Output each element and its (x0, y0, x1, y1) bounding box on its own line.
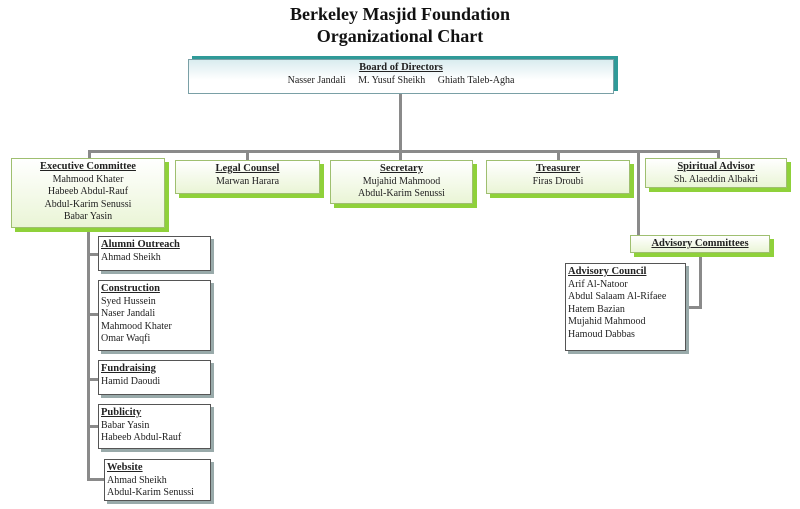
connector-line (87, 228, 90, 480)
executive-heading: Executive Committee (40, 161, 136, 172)
connector-line (399, 150, 402, 160)
construction-heading: Construction (101, 283, 160, 294)
treasurer-heading: Treasurer (535, 163, 581, 174)
connector-line (557, 150, 560, 160)
executive-committee-box: Executive Committee Mahmood Khater Habee… (11, 158, 165, 228)
publicity-member: Habeeb Abdul-Rauf (101, 432, 182, 443)
legal-counsel-box: Legal Counsel Marwan Harara (175, 160, 320, 194)
connector-line (87, 378, 98, 381)
advisory-council-member: Abdul Salaam Al-Rifaee (568, 291, 667, 302)
alumni-outreach-box: Alumni Outreach Ahmad Sheikh (98, 236, 211, 271)
connector-line (87, 313, 98, 316)
executive-member: Habeeb Abdul-Rauf (47, 186, 129, 197)
connector-line (637, 150, 640, 236)
advisory-council-member: Hatem Bazian (568, 303, 625, 315)
connector-line (399, 93, 402, 153)
board-member: Ghiath Taleb-Agha (437, 74, 515, 86)
advisory-council-heading: Advisory Council (568, 266, 647, 277)
connector-line (246, 150, 249, 160)
spiritual-advisor-box: Spiritual Advisor Sh. Alaeddin Albakri (645, 158, 787, 188)
advisory-council-member: Arif Al-Natoor (568, 278, 628, 290)
legal-member: Marwan Harara (215, 175, 280, 187)
construction-box: Construction Syed Hussein Naser Jandali … (98, 280, 211, 351)
executive-member: Abdul-Karim Senussi (44, 198, 132, 210)
secretary-member: Abdul-Karim Senussi (358, 188, 445, 199)
legal-heading: Legal Counsel (215, 163, 280, 174)
advisory-committees-heading: Advisory Committees (651, 238, 749, 249)
construction-member: Syed Hussein (101, 295, 156, 307)
construction-member: Naser Jandali (101, 308, 156, 319)
advisory-committees-box: Advisory Committees (630, 235, 770, 253)
alumni-heading: Alumni Outreach (101, 239, 180, 250)
executive-member: Babar Yasin (63, 211, 113, 222)
website-heading: Website (107, 462, 143, 473)
publicity-heading: Publicity (101, 407, 142, 418)
treasurer-member: Firas Droubi (532, 175, 584, 187)
secretary-member: Mujahid Mahmood (362, 175, 441, 187)
website-member: Ahmad Sheikh (107, 474, 167, 486)
spiritual-heading: Spiritual Advisor (677, 161, 755, 172)
secretary-box: Secretary Mujahid Mahmood Abdul-Karim Se… (330, 160, 473, 204)
construction-member: Omar Waqfi (101, 333, 151, 344)
connector-line (717, 150, 720, 160)
website-box: Website Ahmad Sheikh Abdul-Karim Senussi (104, 459, 211, 501)
connector-line (87, 425, 98, 428)
publicity-box: Publicity Babar Yasin Habeeb Abdul-Rauf (98, 404, 211, 449)
secretary-heading: Secretary (380, 163, 423, 174)
publicity-member: Babar Yasin (101, 419, 150, 431)
connector-line (699, 252, 702, 308)
advisory-council-box: Advisory Council Arif Al-Natoor Abdul Sa… (565, 263, 686, 351)
connector-line (88, 150, 720, 153)
website-member: Abdul-Karim Senussi (107, 487, 194, 498)
fundraising-heading: Fundraising (101, 363, 156, 374)
advisory-council-member: Mujahid Mahmood (568, 316, 646, 327)
fundraising-box: Fundraising Hamid Daoudi (98, 360, 211, 395)
connector-line (87, 478, 104, 481)
alumni-member: Ahmad Sheikh (101, 251, 161, 263)
board-heading: Board of Directors (359, 62, 443, 73)
chart-subtitle: Organizational Chart (316, 26, 484, 46)
board-member: M. Yusuf Sheikh (358, 74, 426, 86)
connector-line (686, 306, 702, 309)
board-of-directors-box: Board of Directors Nasser Jandali M. Yus… (188, 59, 614, 94)
treasurer-box: Treasurer Firas Droubi (486, 160, 630, 194)
executive-member: Mahmood Khater (52, 173, 124, 185)
spiritual-member: Sh. Alaeddin Albakri (673, 173, 759, 185)
connector-line (88, 150, 91, 160)
connector-line (87, 253, 98, 256)
board-members: Nasser Jandali M. Yusuf Sheikh Ghiath Ta… (189, 75, 613, 88)
chart-title: Berkeley Masjid Foundation (289, 4, 510, 24)
fundraising-member: Hamid Daoudi (101, 375, 161, 387)
board-member: Nasser Jandali (287, 74, 346, 86)
construction-member: Mahmood Khater (101, 320, 172, 332)
advisory-council-member: Hamoud Dabbas (568, 328, 635, 340)
